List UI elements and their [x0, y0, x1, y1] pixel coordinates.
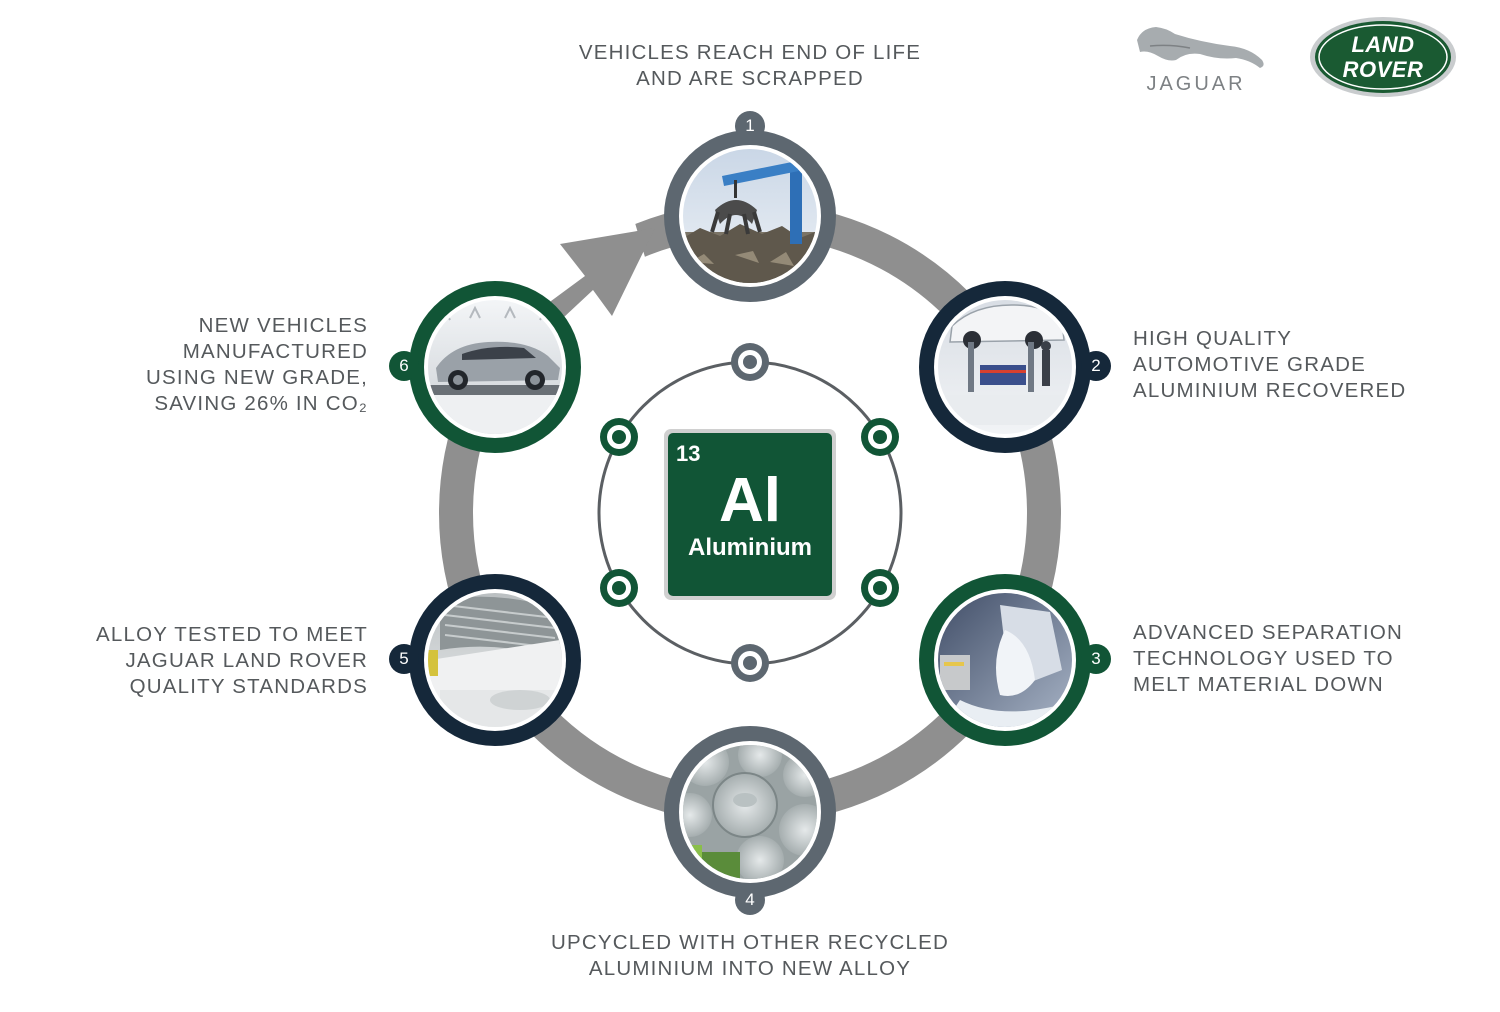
jaguar-logo: JAGUAR	[1118, 18, 1274, 98]
land-rover-line-2: ROVER	[1342, 57, 1424, 82]
badge-1	[735, 111, 765, 141]
element-name: Aluminium	[688, 534, 812, 561]
land-rover-line-1: LAND	[1351, 32, 1415, 57]
inner-node-upper-left	[600, 418, 638, 456]
badge-5	[389, 644, 419, 674]
step-6-line-2: MANUFACTURED	[182, 340, 368, 363]
badge-4	[735, 885, 765, 915]
badge-3	[1081, 644, 1111, 674]
jaguar-leaper-icon	[1137, 27, 1264, 68]
step-4-line-2: ALUMINIUM INTO NEW ALLOY	[588, 957, 912, 980]
step-3-label: ADVANCED SEPARATION TECHNOLOGY USED TO M…	[1133, 620, 1473, 698]
badge-6-number: 6	[399, 356, 409, 375]
badge-2-number: 2	[1091, 356, 1101, 375]
step-4-line-1: UPCYCLED WITH OTHER RECYCLED	[550, 931, 950, 954]
step-3-line-2: TECHNOLOGY USED TO	[1133, 647, 1394, 670]
step-1-node	[664, 130, 836, 302]
step-5-line-3: QUALITY STANDARDS	[129, 675, 368, 698]
jaguar-wordmark: JAGUAR	[1146, 73, 1246, 95]
step-1-line-1: VEHICLES REACH END OF LIFE	[578, 41, 922, 64]
step-4-node	[664, 726, 836, 898]
inner-node-lower-right	[861, 569, 899, 607]
element-atomic-number: 13	[676, 441, 701, 466]
step-5-line-1: ALLOY TESTED TO MEET	[96, 623, 368, 646]
step-1-line-2: AND ARE SCRAPPED	[636, 67, 864, 90]
inner-node-lower-left	[600, 569, 638, 607]
badge-5-number: 5	[399, 649, 409, 668]
aluminium-cans-photo	[683, 745, 817, 879]
step-2-line-1: HIGH QUALITY	[1133, 327, 1293, 350]
inner-node-top	[731, 343, 769, 381]
step-2-line-3: ALUMINIUM RECOVERED	[1133, 379, 1407, 402]
scrap-crane-photo	[683, 149, 817, 283]
step-2-line-2: AUTOMOTIVE GRADE	[1133, 353, 1366, 376]
step-2-label: HIGH QUALITY AUTOMOTIVE GRADE ALUMINIUM …	[1133, 326, 1473, 404]
step-6-line-1: NEW VEHICLES	[198, 314, 368, 337]
cycle-arrow	[528, 228, 655, 332]
badge-1-number: 1	[745, 116, 755, 135]
inner-node-bottom	[731, 644, 769, 682]
inner-node-upper-right	[861, 418, 899, 456]
step-5-node	[409, 574, 581, 746]
land-rover-logo	[1310, 17, 1456, 97]
vehicle-dismantling-photo	[938, 300, 1072, 434]
step-6-line-4: SAVING 26% IN CO₂	[154, 392, 368, 415]
step-6-node	[409, 281, 581, 453]
step-6-line-3: USING NEW GRADE,	[146, 366, 368, 389]
badge-2	[1081, 351, 1111, 381]
step-5-line-2: JAGUAR LAND ROVER	[125, 649, 368, 672]
step-5-label: ALLOY TESTED TO MEET JAGUAR LAND ROVER Q…	[40, 622, 368, 700]
badge-4-number: 4	[745, 890, 755, 909]
badge-6	[389, 351, 419, 381]
step-4-label: UPCYCLED WITH OTHER RECYCLED ALUMINIUM I…	[520, 930, 980, 982]
badge-3-number: 3	[1091, 649, 1101, 668]
step-6-label: NEW VEHICLES MANUFACTURED USING NEW GRAD…	[40, 313, 368, 417]
step-3-node	[919, 574, 1091, 746]
step-1-label: VEHICLES REACH END OF LIFE AND ARE SCRAP…	[545, 40, 955, 92]
element-symbol: Al	[719, 466, 781, 535]
step-3-line-3: MELT MATERIAL DOWN	[1133, 673, 1384, 696]
aluminium-coil-photo	[428, 593, 562, 727]
element-tile	[668, 433, 832, 596]
land-rover-wordmark: LAND ROVER	[1308, 16, 1458, 98]
step-2-node	[919, 281, 1091, 453]
step-3-line-1: ADVANCED SEPARATION	[1133, 621, 1403, 644]
